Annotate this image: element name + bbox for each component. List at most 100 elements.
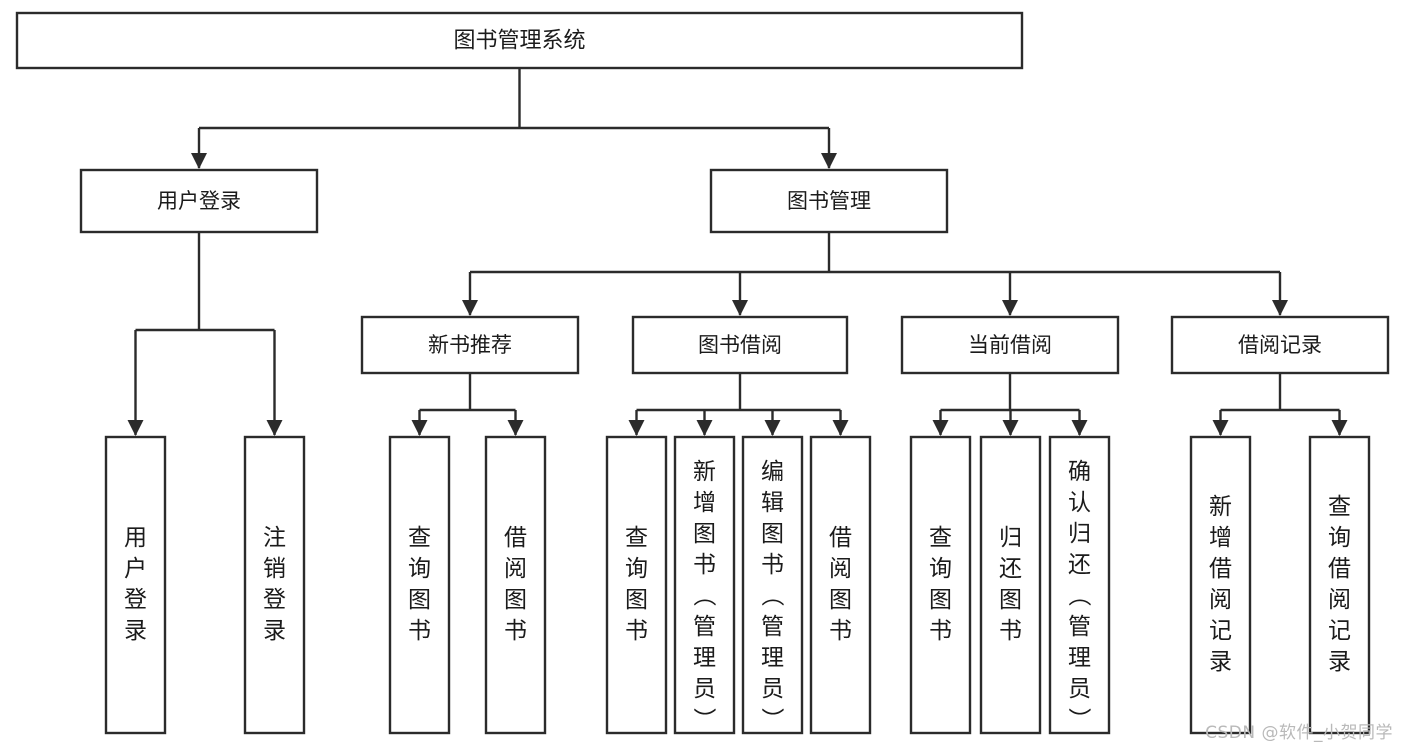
node-user-login[interactable]: 用户登录 — [79, 168, 319, 234]
node-root[interactable]: 图书管理系统 — [15, 11, 1024, 70]
node-new-book-recommend[interactable]: 新书推荐 — [360, 315, 580, 375]
svg-text:书: 书 — [693, 552, 716, 578]
svg-text:询: 询 — [408, 556, 431, 582]
arrow-head-icon — [462, 300, 478, 316]
node-box-user-login — [79, 168, 319, 234]
leaf-box-leaf-logout — [243, 435, 306, 735]
arrow-head-icon — [932, 420, 949, 436]
svg-text:理: 理 — [761, 645, 784, 671]
svg-text:销: 销 — [263, 556, 286, 582]
svg-text:图: 图 — [829, 587, 852, 613]
arrow-head-icon — [832, 420, 849, 436]
svg-text:查: 查 — [929, 525, 952, 551]
arrow-head-icon — [628, 420, 645, 436]
svg-text:图: 图 — [999, 587, 1022, 613]
svg-text:录: 录 — [263, 618, 286, 644]
svg-text:阅: 阅 — [1328, 587, 1351, 613]
leaf-box-leaf-add-record — [1189, 435, 1252, 735]
svg-text:登: 登 — [263, 587, 286, 613]
svg-text:增: 增 — [693, 490, 716, 516]
svg-text:新: 新 — [1209, 494, 1232, 520]
arrow-head-icon — [696, 420, 713, 436]
node-box-new-book-recommend — [360, 315, 580, 375]
node-label-user-login: 用户登录 — [157, 189, 241, 213]
node-borrow-record[interactable]: 借阅记录 — [1170, 315, 1390, 375]
svg-text:）: ） — [1066, 708, 1092, 731]
node-book-manage[interactable]: 图书管理 — [709, 168, 949, 234]
leaf-box-leaf-edit-book — [741, 435, 804, 735]
node-label-borrow-record: 借阅记录 — [1238, 333, 1322, 357]
leaf-leaf-user-login[interactable]: 用户登录 — [104, 435, 167, 735]
node-label-book-borrow: 图书借阅 — [698, 333, 782, 357]
node-current-borrow[interactable]: 当前借阅 — [900, 315, 1120, 375]
svg-text:（: （ — [691, 584, 717, 607]
svg-text:理: 理 — [1068, 645, 1091, 671]
arrow-head-icon — [127, 420, 144, 436]
svg-text:员: 员 — [1068, 676, 1091, 702]
svg-text:录: 录 — [1328, 649, 1351, 675]
leaf-box-leaf-query-record — [1308, 435, 1371, 735]
node-label-current-borrow: 当前借阅 — [968, 333, 1052, 357]
svg-text:辑: 辑 — [761, 490, 784, 516]
leaf-box-leaf-borrow-book-1 — [484, 435, 547, 735]
svg-text:书: 书 — [829, 618, 852, 644]
svg-text:归: 归 — [1068, 521, 1091, 547]
watermark-text: CSDN @软件_小贺同学 — [1205, 723, 1393, 743]
svg-text:记: 记 — [1328, 618, 1351, 644]
node-label-new-book-recommend: 新书推荐 — [428, 333, 512, 357]
connector-layer — [127, 68, 1348, 436]
svg-text:书: 书 — [408, 618, 431, 644]
node-box-book-borrow — [631, 315, 849, 375]
arrow-head-icon — [266, 420, 283, 436]
svg-text:借: 借 — [1328, 556, 1351, 582]
leaf-box-leaf-return-book — [979, 435, 1042, 735]
leaf-box-leaf-query-book-1 — [388, 435, 451, 735]
svg-text:图: 图 — [625, 587, 648, 613]
arrow-head-icon — [1212, 420, 1229, 436]
svg-text:询: 询 — [625, 556, 648, 582]
svg-text:书: 书 — [761, 552, 784, 578]
svg-text:认: 认 — [1068, 490, 1091, 516]
svg-text:图: 图 — [504, 587, 527, 613]
svg-text:图: 图 — [929, 587, 952, 613]
svg-text:借: 借 — [829, 525, 852, 551]
svg-text:用: 用 — [124, 525, 147, 551]
svg-text:借: 借 — [504, 525, 527, 551]
svg-text:）: ） — [759, 708, 785, 731]
svg-text:书: 书 — [504, 618, 527, 644]
leaf-box-leaf-query-book-2 — [605, 435, 668, 735]
leaf-label-leaf-user-login: 用户登录 — [124, 525, 147, 644]
arrow-head-icon — [1331, 420, 1348, 436]
node-label-root: 图书管理系统 — [453, 29, 585, 54]
node-box-borrow-record — [1170, 315, 1390, 375]
svg-text:录: 录 — [1209, 649, 1232, 675]
node-book-borrow[interactable]: 图书借阅 — [631, 315, 849, 375]
svg-text:书: 书 — [929, 618, 952, 644]
svg-text:员: 员 — [693, 676, 716, 702]
